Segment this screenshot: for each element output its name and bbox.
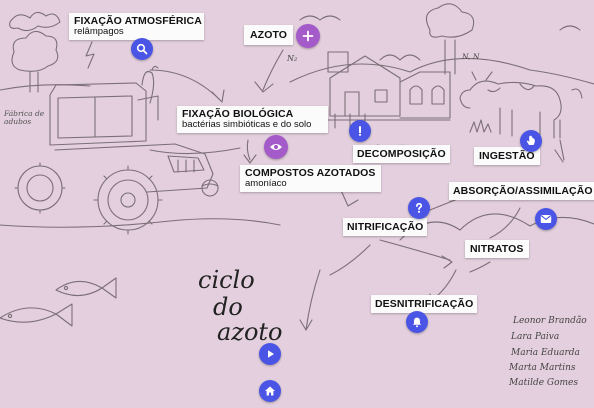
label-title: AZOTO xyxy=(250,29,288,41)
bell-icon xyxy=(412,317,422,328)
search-icon xyxy=(136,43,148,55)
label-title: FIXAÇÃO BIOLÓGICA xyxy=(182,108,294,120)
play-icon xyxy=(268,350,274,358)
question-icon xyxy=(415,202,423,213)
signature-4: Marta Martins xyxy=(509,363,576,373)
hotspot-hand-button[interactable] xyxy=(520,130,542,152)
sketch-text-factory: Fábrica de adubos xyxy=(4,109,45,127)
hotspot-search-button[interactable] xyxy=(131,38,153,60)
label-decomposicao: DECOMPOSIÇÃO xyxy=(353,145,450,164)
signature-3: Maria Eduarda xyxy=(511,348,580,358)
drawing-title-word-1: ciclo xyxy=(198,266,255,294)
hotspot-question-button[interactable] xyxy=(408,197,430,219)
label-compostos-azotados: COMPOSTOS AZOTADOS amoníaco xyxy=(240,165,381,192)
label-nitratos: NITRATOS xyxy=(465,240,529,259)
label-title: DESNITRIFICAÇÃO xyxy=(375,298,474,310)
hotspot-bell-button[interactable] xyxy=(406,311,428,333)
hotspot-mail-button[interactable] xyxy=(535,208,557,230)
hotspot-alert-button[interactable] xyxy=(349,120,371,142)
label-title: FIXAÇÃO ATMOSFÉRICA xyxy=(74,15,202,27)
hotspot-play-button[interactable] xyxy=(259,343,281,365)
signature-2: Lara Paiva xyxy=(511,332,560,342)
label-nitrificacao: NITRIFICAÇÃO xyxy=(343,218,428,237)
label-title: NITRIFICAÇÃO xyxy=(347,221,424,233)
hand-pointer-icon xyxy=(526,135,535,145)
sketch-text-n2: N₂ xyxy=(287,54,298,63)
drawing-title-word-3: azoto xyxy=(217,318,283,346)
label-subtitle: relâmpagos xyxy=(74,26,124,38)
signature-1: Leonor Brandão xyxy=(513,316,587,326)
exclamation-icon xyxy=(358,126,362,136)
label-title: ABSORÇÃO/ASSIMILAÇÃO xyxy=(453,185,593,197)
label-subtitle: bactérias simbióticas e do solo xyxy=(182,119,312,131)
envelope-icon xyxy=(540,215,552,223)
eye-icon xyxy=(270,144,282,150)
drawing-title-word-2: do xyxy=(213,293,243,321)
hotspot-home-button[interactable] xyxy=(259,380,281,402)
label-title: COMPOSTOS AZOTADOS xyxy=(245,167,376,179)
label-fixacao-atmosferica: FIXAÇÃO ATMOSFÉRICA relâmpagos xyxy=(69,13,204,40)
label-title: DECOMPOSIÇÃO xyxy=(357,148,446,160)
plus-icon xyxy=(302,30,314,42)
signature-5: Matilde Gomes xyxy=(509,378,578,388)
label-subtitle: amoníaco xyxy=(245,178,287,190)
hotspot-plus-button[interactable] xyxy=(296,24,320,48)
label-desnitrificacao: DESNITRIFICAÇÃO xyxy=(371,295,478,314)
hotspot-eye-button[interactable] xyxy=(264,135,288,159)
label-fixacao-biologica: FIXAÇÃO BIOLÓGICA bactérias simbióticas … xyxy=(177,106,328,133)
sketch-text-nn: N, N xyxy=(462,52,480,61)
label-azoto: AZOTO xyxy=(244,25,294,46)
label-title: NITRATOS xyxy=(470,243,524,255)
label-title: INGESTÃO xyxy=(479,150,535,162)
label-ingestao: INGESTÃO xyxy=(474,147,540,166)
label-absorcao-assimilacao: ABSORÇÃO/ASSIMILAÇÃO xyxy=(449,182,594,201)
home-icon xyxy=(265,386,275,396)
